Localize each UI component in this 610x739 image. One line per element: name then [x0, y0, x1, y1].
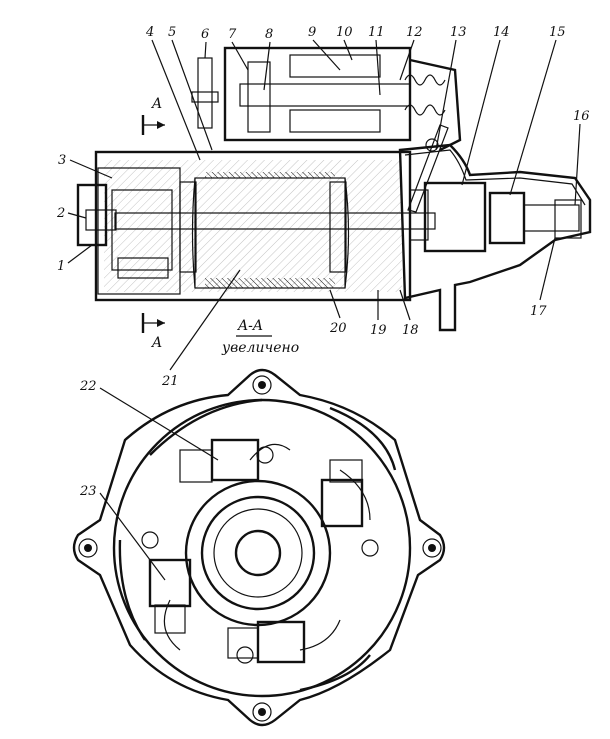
- brush-holder-plate: [112, 398, 412, 698]
- armature-shaft: [114, 212, 436, 230]
- callout-1: 1: [57, 259, 65, 274]
- callout-16: 16: [573, 109, 590, 124]
- section-marker-top: A: [150, 96, 162, 112]
- shift-lever: [407, 124, 449, 213]
- callout-19: 19: [370, 323, 387, 338]
- commutator: [184, 479, 332, 627]
- callout-11: 11: [368, 25, 385, 40]
- callout-8: 8: [265, 27, 273, 42]
- brush-holder-right: [320, 459, 379, 557]
- brush-holder-left: [141, 531, 192, 634]
- callout-9: 9: [308, 25, 316, 40]
- callout-2: 2: [56, 206, 65, 221]
- overrunning-clutch: [423, 181, 487, 253]
- drive-housing: [398, 143, 592, 332]
- callout-21: 21: [161, 374, 179, 389]
- drive-pinion: [488, 191, 526, 245]
- brush-spring: [249, 443, 291, 461]
- shaft-section: [234, 529, 282, 577]
- callout-23: 23: [79, 484, 97, 499]
- callout-20: 20: [329, 321, 347, 336]
- callout-14: 14: [493, 25, 510, 40]
- end-bushing: [76, 183, 108, 247]
- longitudinal-section: [76, 46, 592, 333]
- callout-10: 10: [336, 25, 353, 40]
- section-title: A-A: [236, 318, 263, 334]
- solenoid-plunger: [239, 83, 411, 107]
- nose-bushing: [554, 199, 582, 239]
- leader-lines: [67, 39, 581, 581]
- callout-4: 4: [145, 25, 154, 40]
- callout-22: 22: [79, 379, 97, 394]
- callout-3: 3: [58, 153, 66, 168]
- callout-15: 15: [549, 25, 566, 40]
- section-a-a: [72, 368, 446, 727]
- section-marker-bottom: A: [150, 335, 162, 351]
- callout-labels: 1 2 3 4 5 6 7 8 9 10 11 12 13 14 15 16 1…: [56, 25, 590, 499]
- callout-12: 12: [406, 25, 423, 40]
- brush-holder-bottom: [227, 620, 306, 664]
- callout-5: 5: [168, 25, 176, 40]
- return-spring: [404, 74, 446, 86]
- callout-18: 18: [402, 323, 419, 338]
- callout-17: 17: [530, 304, 547, 319]
- brush-holder-top: [179, 438, 274, 483]
- brush-end-cover: [97, 167, 181, 295]
- callout-7: 7: [228, 27, 237, 42]
- mounting-flange: [72, 368, 446, 727]
- callout-6: 6: [201, 27, 209, 42]
- callout-13: 13: [450, 25, 467, 40]
- section-note: увеличено: [221, 340, 299, 356]
